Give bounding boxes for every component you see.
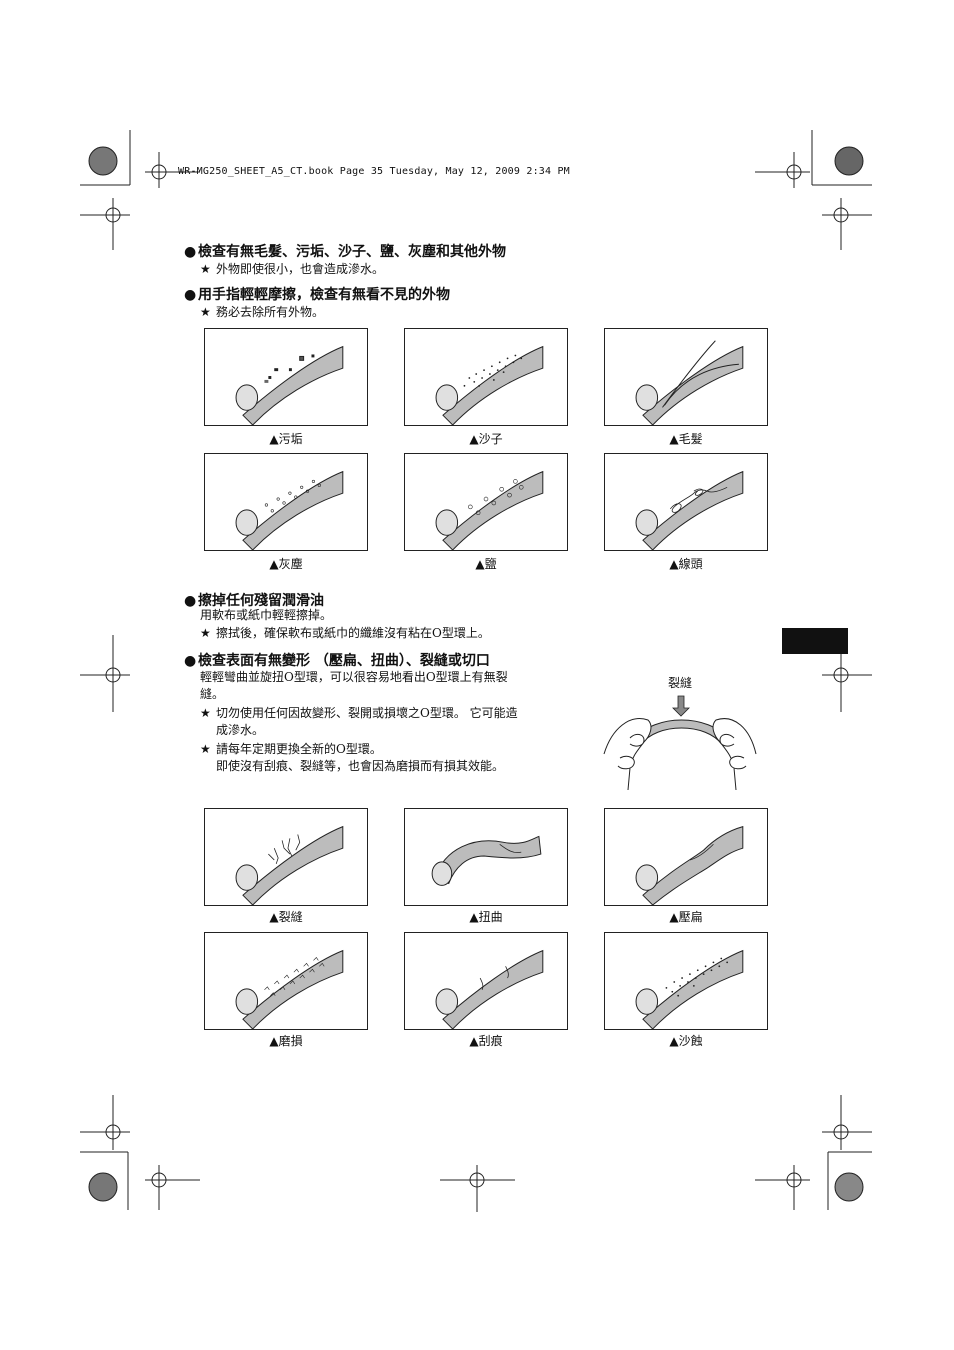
section4-note1-line1: 切勿使用任何因故變形、裂開或損壞之O型環。 它可能造 [216, 706, 518, 720]
figure-salt [404, 453, 568, 551]
figure-sand-erosion [604, 932, 768, 1030]
caption-sand: ▲沙子 [469, 432, 503, 446]
figure-hair [604, 328, 768, 426]
section4-text-line1: 輕輕彎曲並旋扭O型環，可以很容易地看出O型環上有無裂 [200, 670, 508, 684]
section2-note-text: 務必去除所有外物。 [216, 305, 325, 319]
figure-crack [204, 808, 368, 906]
section3-note: ★ 擦拭後，確保軟布或紙巾的纖維沒有粘在O型環上。 [200, 625, 490, 642]
section4-note2-line1: 請每年定期更換全新的O型環。 [216, 742, 382, 756]
oring-dirt-illustration [235, 345, 344, 425]
star-icon: ★ [200, 742, 211, 756]
oring-lint-illustration [635, 470, 744, 550]
caption-flatten: ▲壓扁 [669, 910, 703, 924]
chapter-tab [782, 628, 848, 654]
hands-oring-graphic [603, 695, 757, 791]
caption-abrasion: ▲磨損 [269, 1034, 303, 1048]
section3-title: 擦掉任何殘留潤滑油 [198, 593, 324, 609]
section1-note-text: 外物即使很小，也會造成滲水。 [216, 262, 385, 276]
figure-scratch [404, 932, 568, 1030]
oring-dust-illustration [235, 470, 344, 550]
caption-lint: ▲線頭 [669, 557, 703, 571]
section2-title: 用手指輕輕摩擦，檢查有無看不見的外物 [198, 287, 450, 303]
figure-dust [204, 453, 368, 551]
star-icon: ★ [200, 262, 211, 276]
oring-crack-illustration [235, 825, 344, 905]
section3-note-text: 擦拭後，確保軟布或紙巾的纖維沒有粘在O型環上。 [216, 626, 490, 640]
oring-sand-illustration [435, 345, 544, 425]
caption-hair: ▲毛髮 [669, 432, 703, 446]
caption-dust: ▲灰塵 [269, 557, 303, 571]
section1-heading: ●檢查有無毛髮、污垢、沙子、鹽、灰塵和其他外物 [184, 241, 506, 261]
caption-twist: ▲扭曲 [469, 910, 503, 924]
figure-abrasion [204, 932, 368, 1030]
bullet-icon: ● [184, 287, 197, 303]
section1-note: ★ 外物即使很小，也會造成滲水。 [200, 261, 384, 278]
section2-note: ★ 務必去除所有外物。 [200, 304, 324, 321]
section4-note1-line2: 成滲水。 [216, 723, 265, 737]
star-icon: ★ [200, 626, 211, 640]
figure-sand [404, 328, 568, 426]
figure-dirt [204, 328, 368, 426]
oring-salt-illustration [435, 470, 544, 550]
oring-flatten-illustration [635, 825, 744, 905]
section3-heading: ●擦掉任何殘留潤滑油 [184, 590, 324, 610]
caption-scratch: ▲刮痕 [469, 1034, 503, 1048]
section4-note1: ★ 切勿使用任何因故變形、裂開或損壞之O型環。 它可能造 [200, 705, 518, 722]
down-arrow-icon [672, 695, 690, 717]
section1-title: 檢查有無毛髮、污垢、沙子、鹽、灰塵和其他外物 [198, 244, 506, 260]
oring-scratch-illustration [435, 949, 544, 1029]
bending-oring-illustration: 裂縫 [600, 672, 760, 796]
bullet-icon: ● [184, 653, 197, 669]
figure-lint [604, 453, 768, 551]
section4-note2: ★ 請每年定期更換全新的O型環。 [200, 741, 382, 758]
oring-abrasion-illustration [235, 949, 344, 1029]
star-icon: ★ [200, 305, 211, 319]
bullet-icon: ● [184, 244, 197, 260]
section4-text-line2: 縫。 [200, 687, 225, 701]
crack-label: 裂縫 [668, 676, 693, 690]
section4-heading: ●檢查表面有無變形 （壓扁、扭曲）、裂縫或切口 [184, 650, 490, 670]
caption-crack: ▲裂縫 [269, 910, 303, 924]
section3-text: 用軟布或紙巾輕輕擦掉。 [200, 608, 333, 622]
figure-flatten [604, 808, 768, 906]
section4-title: 檢查表面有無變形 （壓扁、扭曲）、裂縫或切口 [198, 653, 490, 669]
star-icon: ★ [200, 706, 211, 720]
section2-heading: ●用手指輕輕摩擦，檢查有無看不見的外物 [184, 284, 450, 304]
caption-sand-erosion: ▲沙蝕 [669, 1034, 703, 1048]
figure-twist [404, 808, 568, 906]
oring-sand-erosion-illustration [635, 949, 744, 1029]
caption-dirt: ▲污垢 [269, 432, 303, 446]
book-info-header: WR-MG250_SHEET_A5_CT.book Page 35 Tuesda… [178, 166, 570, 177]
caption-salt: ▲鹽 [475, 557, 497, 571]
oring-hair-illustration [635, 340, 744, 425]
bullet-icon: ● [184, 593, 197, 609]
oring-twist-illustration [431, 835, 542, 886]
section4-note2-line2: 即使沒有刮痕、裂縫等，也會因為磨損而有損其效能。 [216, 759, 505, 773]
